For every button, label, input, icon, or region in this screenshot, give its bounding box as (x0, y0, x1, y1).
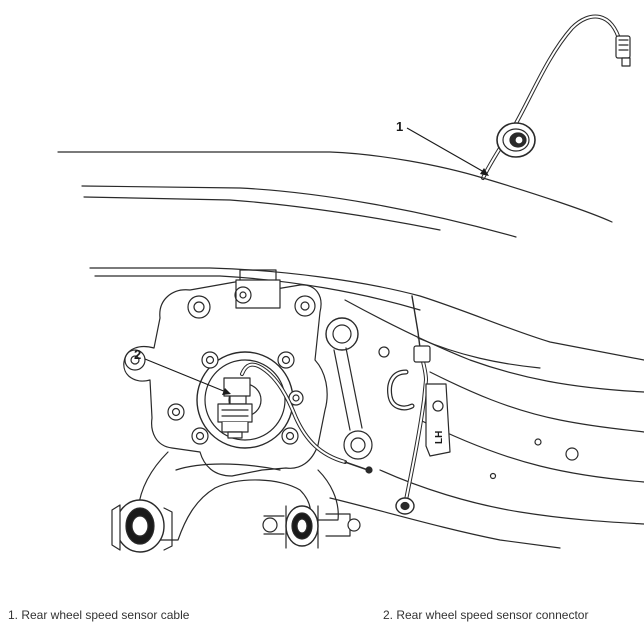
lower-control-arm (111, 451, 361, 553)
subframe (89, 267, 644, 549)
body-panel (57, 151, 613, 238)
speed-sensor-connector (217, 377, 253, 439)
legend-item-1: 1. Rear wheel speed sensor cable (8, 608, 190, 622)
callout-1-label: 1 (396, 119, 403, 134)
bracket-lh-marking: LH (434, 431, 445, 444)
stabilizer-link (325, 317, 373, 460)
cable-grommet (496, 122, 536, 158)
speed-sensor-cable-lower (240, 362, 373, 474)
callout-2-label: 2 (134, 347, 141, 362)
callout-2: 2 (134, 347, 231, 395)
legend-item-2: 2. Rear wheel speed sensor connector (383, 608, 589, 622)
rear-knuckle (123, 269, 328, 477)
callout-1: 1 (396, 119, 489, 176)
cable-harness-right (387, 295, 451, 515)
suspension-illustration: 1 2 LH (57, 14, 644, 553)
